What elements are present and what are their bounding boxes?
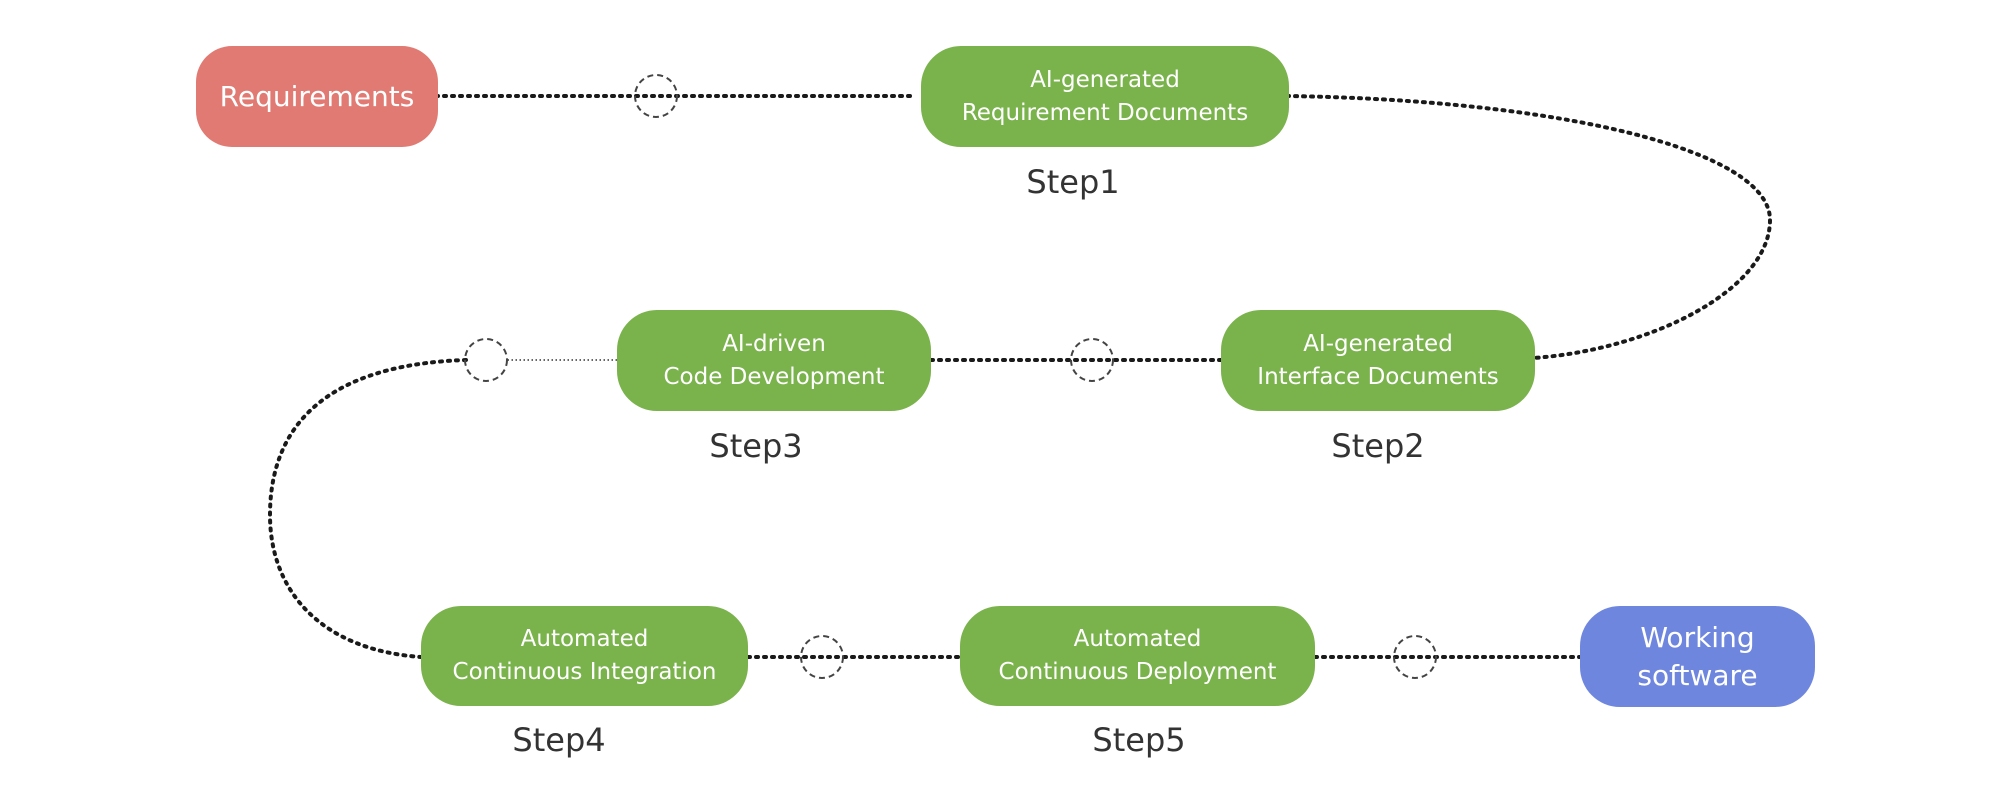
step5-label: Step5	[1092, 721, 1186, 759]
step1-label: Step1	[1026, 163, 1120, 201]
step5-node: Automated Continuous Deployment	[960, 606, 1315, 706]
step2-title-line-1: AI-generated	[1303, 330, 1453, 357]
step1-title-line-2: Requirement Documents	[961, 99, 1249, 126]
step5-title-line-2: Continuous Deployment	[998, 659, 1277, 685]
step4-label: Step4	[512, 721, 606, 759]
step3-label: Step3	[709, 427, 803, 465]
step4-title-line-2: Continuous Integration	[452, 659, 717, 685]
requirements-label: Requirements	[219, 79, 415, 113]
step1-title-line-1: AI-generated	[1030, 66, 1180, 93]
step2-node: AI-generated Interface Documents	[1221, 310, 1535, 411]
step3-title-line-2: Code Development	[663, 363, 885, 390]
working-software-line-2: software	[1637, 658, 1758, 692]
connector-step3-step4	[267, 358, 468, 659]
connector-step1-step2	[1285, 94, 1773, 360]
step3-title-line-1: AI-driven	[722, 330, 826, 357]
junction-ring	[1070, 338, 1114, 382]
junction-ring	[464, 338, 508, 382]
requirements-node: Requirements	[196, 46, 438, 147]
step5-title-line-1: Automated	[1073, 626, 1202, 652]
step3-node: AI-driven Code Development	[617, 310, 931, 411]
working-software-node: Working software	[1580, 606, 1815, 707]
step2-title-line-2: Interface Documents	[1257, 363, 1499, 390]
junction-ring	[1393, 635, 1437, 679]
step1-node: AI-generated Requirement Documents	[921, 46, 1289, 147]
working-software-line-1: Working	[1640, 620, 1755, 654]
step2-label: Step2	[1331, 427, 1425, 465]
step4-node: Automated Continuous Integration	[421, 606, 748, 706]
junction-ring	[800, 635, 844, 679]
junction-ring	[634, 74, 678, 118]
step4-title-line-1: Automated	[520, 626, 649, 652]
